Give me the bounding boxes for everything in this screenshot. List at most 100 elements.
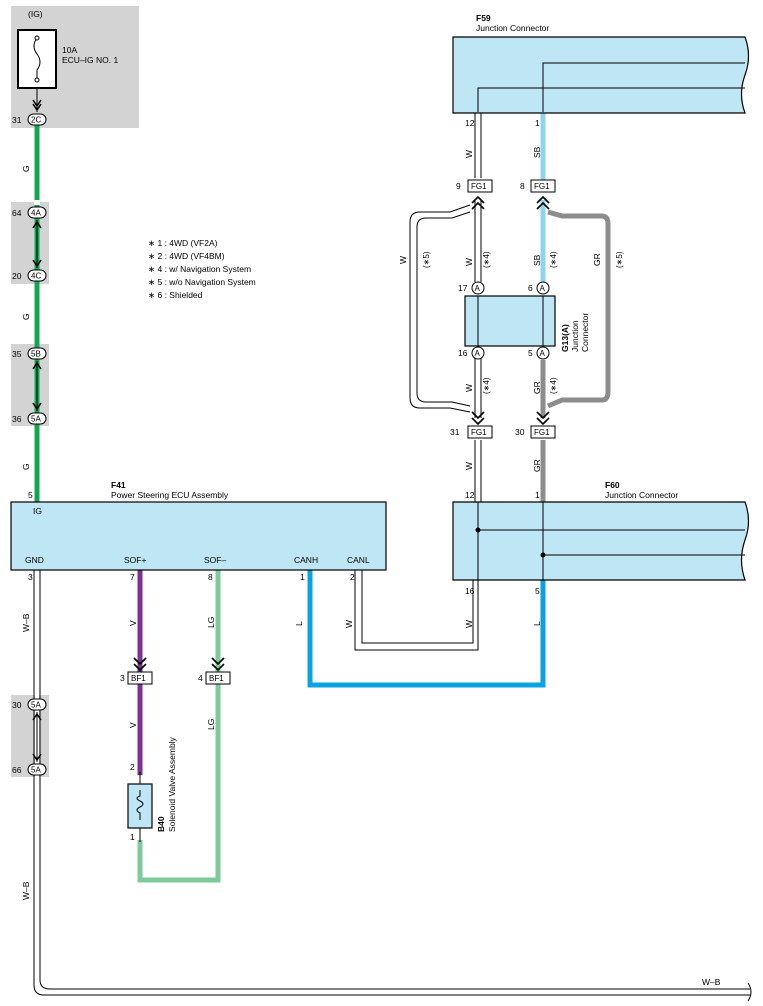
wire-label-w: W (464, 258, 474, 266)
junction-pill-5a-66 (27, 763, 47, 776)
wb-wire-cut (747, 982, 752, 1002)
wire-note: (∗4) (482, 377, 491, 394)
solenoid-coil-icon (136, 790, 144, 820)
f41-terminal-label: SOF+ (124, 555, 146, 565)
junction-code: 2C (31, 116, 41, 125)
wire-note: (∗5) (615, 251, 624, 268)
connector-pin: 31 (450, 427, 460, 437)
junction-pin: 31 (12, 115, 22, 125)
g13-box (464, 295, 556, 347)
wire-label-l: L (532, 621, 542, 626)
f59-pin-left: 12 (465, 118, 475, 128)
connector-fg1-30 (530, 425, 556, 439)
wire-label-sb: SB (532, 146, 542, 158)
g13-pin-6: A (536, 281, 550, 295)
f41-terminal-pin: 2 (350, 572, 355, 582)
f60-code: F60 (605, 480, 620, 490)
wire-label-gr: GR (532, 381, 542, 394)
g13-pin-number: 17 (458, 283, 468, 293)
wb-wire-inner (39, 570, 750, 990)
junction-pill-5b (27, 347, 47, 360)
wire-label-w: W (464, 150, 474, 158)
f41-terminal-label: SOF– (204, 555, 226, 565)
junction-pill-4a (27, 206, 47, 219)
w-loop-inner (416, 211, 471, 407)
b40-pin-top: 2 (130, 762, 135, 772)
connector-code: FG1 (471, 428, 487, 437)
junction-pin: 30 (12, 700, 22, 710)
junction-code: 5B (31, 350, 41, 359)
f60-pin-bottom-right: 5 (535, 586, 540, 596)
wire-label-v: V (128, 722, 138, 728)
wire-label-sb: SB (532, 254, 542, 266)
junction-pill-2c (27, 113, 47, 126)
f60-pin-left: 12 (465, 490, 475, 500)
junction-code: 4C (31, 272, 41, 281)
wire-label-g: G (21, 463, 31, 470)
wire-label-w: W (464, 384, 474, 392)
wire-note: (∗5) (422, 251, 431, 268)
junction-code: 5A (31, 415, 41, 424)
junction-pin: 64 (12, 208, 22, 218)
junction-pin: 36 (12, 414, 22, 424)
junction-code: 5A (31, 766, 41, 775)
junction-pill-5a-30 (27, 698, 47, 711)
wire-label-gr: GR (532, 459, 542, 472)
connector-pin: 30 (515, 427, 525, 437)
f60-pin-bottom-left: 16 (465, 586, 475, 596)
b40-name: Solenoid Valve Assembly (167, 736, 177, 832)
w-loop-outer (409, 204, 471, 413)
f41-pin-ig: 5 (28, 490, 33, 500)
double-arrow-icon (32, 220, 42, 268)
wire-label-w: W (398, 256, 408, 264)
wire-label-w: W (464, 462, 474, 470)
f59-pin-right: 1 (535, 118, 540, 128)
f60-box (452, 501, 750, 581)
wire-label-w: W (464, 620, 474, 628)
note-line: ∗ 1 : 4WD (VF2A) (148, 238, 218, 248)
wire-label-lg: LG (206, 719, 216, 730)
wb-wire-outer (33, 570, 750, 996)
wire-note: (∗4) (482, 251, 491, 268)
f59-inner-line-b (542, 62, 745, 112)
svg-text:A: A (475, 349, 481, 358)
double-arrow-icon (32, 712, 42, 762)
junction-pill-5a-36 (27, 412, 47, 425)
double-arrow-icon (32, 361, 42, 411)
wire-label-gr: GR (592, 253, 602, 266)
f41-terminal-pin: 8 (208, 572, 213, 582)
chevron-up-icon (536, 195, 550, 210)
f41-terminal-label: GND (25, 555, 44, 565)
blue-wire-canh (307, 570, 546, 688)
f59-inner-line-a (477, 87, 745, 112)
fuse-icon (33, 37, 41, 82)
f41-terminal-label: CANH (294, 555, 318, 565)
wire-label-v: V (128, 620, 138, 626)
f60-splice-b (540, 552, 546, 558)
f60-name: Junction Connector (605, 490, 678, 500)
f59-box (452, 36, 750, 114)
gr-loop (547, 209, 611, 409)
g13-pin-number: 6 (528, 283, 533, 293)
connector-bf1-3 (127, 671, 153, 685)
connector-fg1-8 (530, 179, 556, 193)
f41-terminal-pin: 3 (28, 572, 33, 582)
connector-pin: 4 (198, 673, 203, 683)
connector-fg1-9 (467, 179, 493, 193)
fuse-rating: 10A (62, 45, 77, 55)
wire-label-wb: W–B (21, 881, 31, 900)
svg-text:A: A (540, 349, 546, 358)
f41-terminal-pin: 7 (130, 572, 135, 582)
wire-label-g: G (21, 313, 31, 320)
wire-gap (34, 200, 40, 205)
connector-fg1-31 (467, 425, 493, 439)
wire-label-wb-bottom: W–B (702, 977, 721, 987)
connector-code: FG1 (471, 182, 487, 191)
fuse-name: ECU–IG NO. 1 (62, 55, 118, 65)
connector-code: FG1 (534, 182, 550, 191)
b40-pin-bottom: 1 (130, 832, 135, 842)
f60-pin-right: 1 (535, 490, 540, 500)
junction-pin: 20 (12, 271, 22, 281)
connector-code: BF1 (209, 674, 224, 683)
chevron-down-icon (471, 411, 485, 426)
